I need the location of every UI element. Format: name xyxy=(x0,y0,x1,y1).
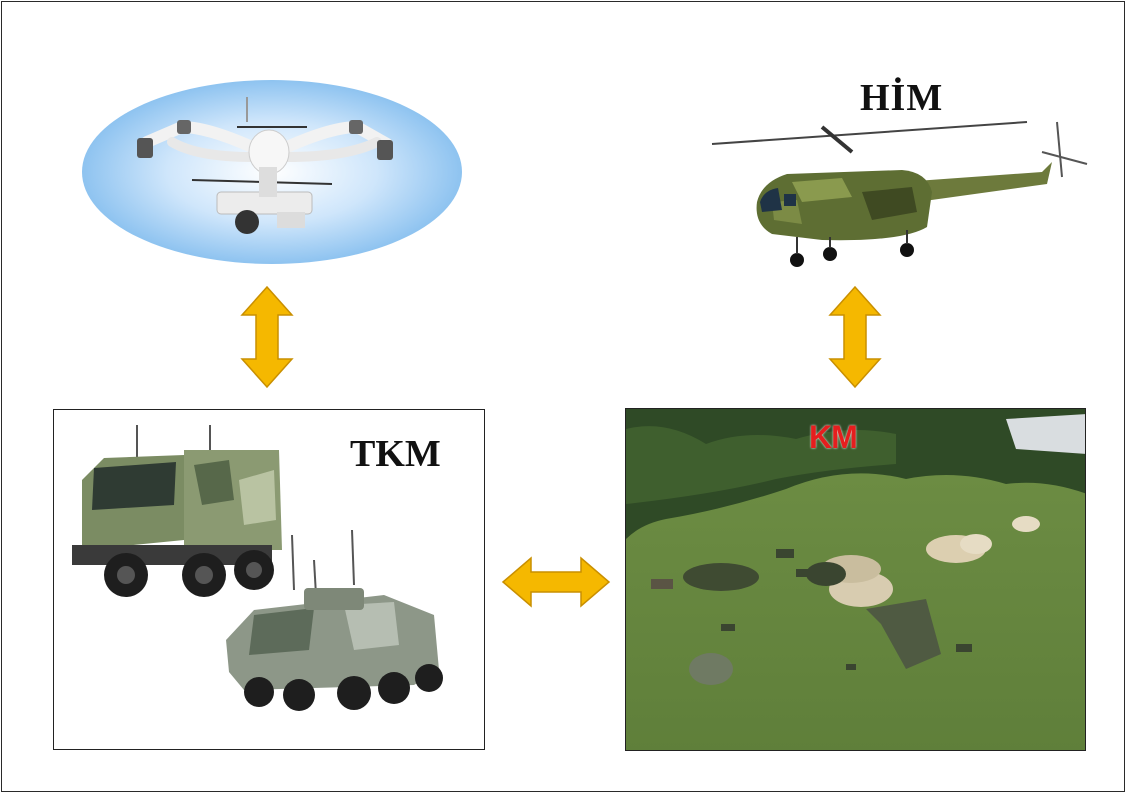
ground-vehicles-box: TKM xyxy=(53,409,485,750)
drone-illustration xyxy=(82,80,462,264)
field-camp-label: KM xyxy=(809,419,858,455)
field-camp-box: KM xyxy=(625,408,1086,751)
double-arrow-vertical-left xyxy=(240,285,294,389)
helicopter-illustration xyxy=(711,121,1088,267)
field-camp-photo xyxy=(626,409,1085,750)
double-arrow-horizontal xyxy=(501,556,611,608)
ground-vehicles-label: TKM xyxy=(350,433,441,475)
helicopter-node xyxy=(702,102,1102,282)
double-arrow-vertical-right xyxy=(828,285,882,389)
helicopter-label: HİM xyxy=(860,77,944,119)
drone-node xyxy=(77,72,467,272)
military-truck-illustration xyxy=(72,425,282,597)
armored-vehicle-illustration xyxy=(226,529,443,711)
